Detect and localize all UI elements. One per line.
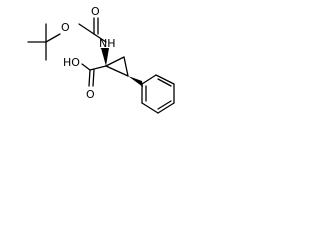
bond — [141, 74, 157, 85]
bond — [93, 33, 107, 43]
bond — [141, 102, 159, 114]
boc-carbamate — [78, 17, 107, 43]
bond — [123, 56, 129, 77]
atom-label-nh: NH — [99, 37, 116, 50]
bond — [157, 100, 172, 110]
carboxylic-acid-group — [81, 63, 107, 87]
tert-butyl-group — [27, 23, 61, 61]
bond — [105, 65, 129, 77]
bond — [78, 23, 95, 35]
bond — [157, 102, 175, 114]
phenyl-ring — [141, 74, 175, 114]
stereo-wedge-bond — [101, 48, 109, 66]
bond — [89, 65, 107, 71]
atom-label-oxygen-ester: O — [61, 21, 70, 34]
atom-label-oxygen-acid-carbonyl: O — [86, 88, 95, 101]
bond — [105, 56, 125, 67]
bond — [92, 69, 95, 87]
atom-label-hydroxyl: HO — [63, 56, 80, 69]
chemical-structure: O O NH HO O — [27, 5, 175, 114]
atom-label-oxygen-carbonyl: O — [91, 5, 100, 18]
bond — [157, 78, 172, 87]
stereo-wedge-bond — [128, 76, 143, 87]
bond — [155, 74, 175, 85]
cyclopropane-ring — [100, 48, 129, 77]
bond — [45, 33, 61, 43]
bond — [88, 69, 91, 87]
bond — [81, 63, 91, 71]
